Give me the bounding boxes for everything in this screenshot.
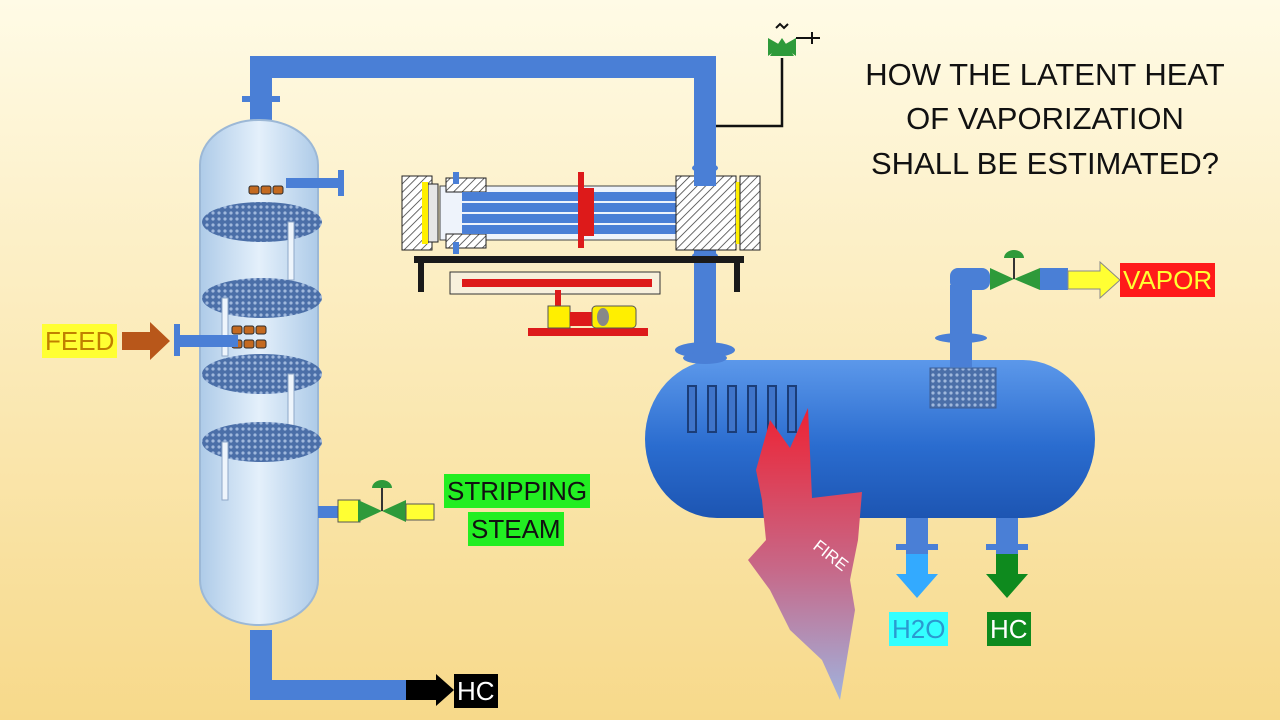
- vapor-outlet: [990, 250, 1121, 300]
- stripping-steam-label-2: STEAM: [468, 512, 564, 546]
- h2o-label: H2O: [889, 612, 949, 646]
- drum-water-outlet: [896, 518, 938, 598]
- title-line-2: OF VAPORIZATION: [906, 101, 1184, 136]
- heat-exchanger: [401, 163, 761, 336]
- feed-label: FEED: [42, 324, 118, 358]
- separator-drum: [645, 268, 1095, 518]
- relief-line: [716, 22, 820, 128]
- title-line-3: SHALL BE ESTIMATED?: [871, 146, 1219, 181]
- drum-hc-label: HC: [987, 612, 1031, 646]
- fire-flame: [748, 408, 862, 700]
- column-hc-label: HC: [454, 674, 498, 708]
- vapor-label: VAPOR: [1120, 263, 1216, 297]
- stripping-steam-label-1: STRIPPING: [444, 474, 591, 508]
- drum-hc-outlet: [986, 518, 1028, 598]
- stripping-steam-line: [318, 480, 435, 523]
- title-line-1: HOW THE LATENT HEAT: [865, 57, 1225, 92]
- distillation-column: [199, 119, 344, 626]
- column-bottoms-line: [250, 630, 454, 706]
- feed-inlet: [122, 322, 238, 360]
